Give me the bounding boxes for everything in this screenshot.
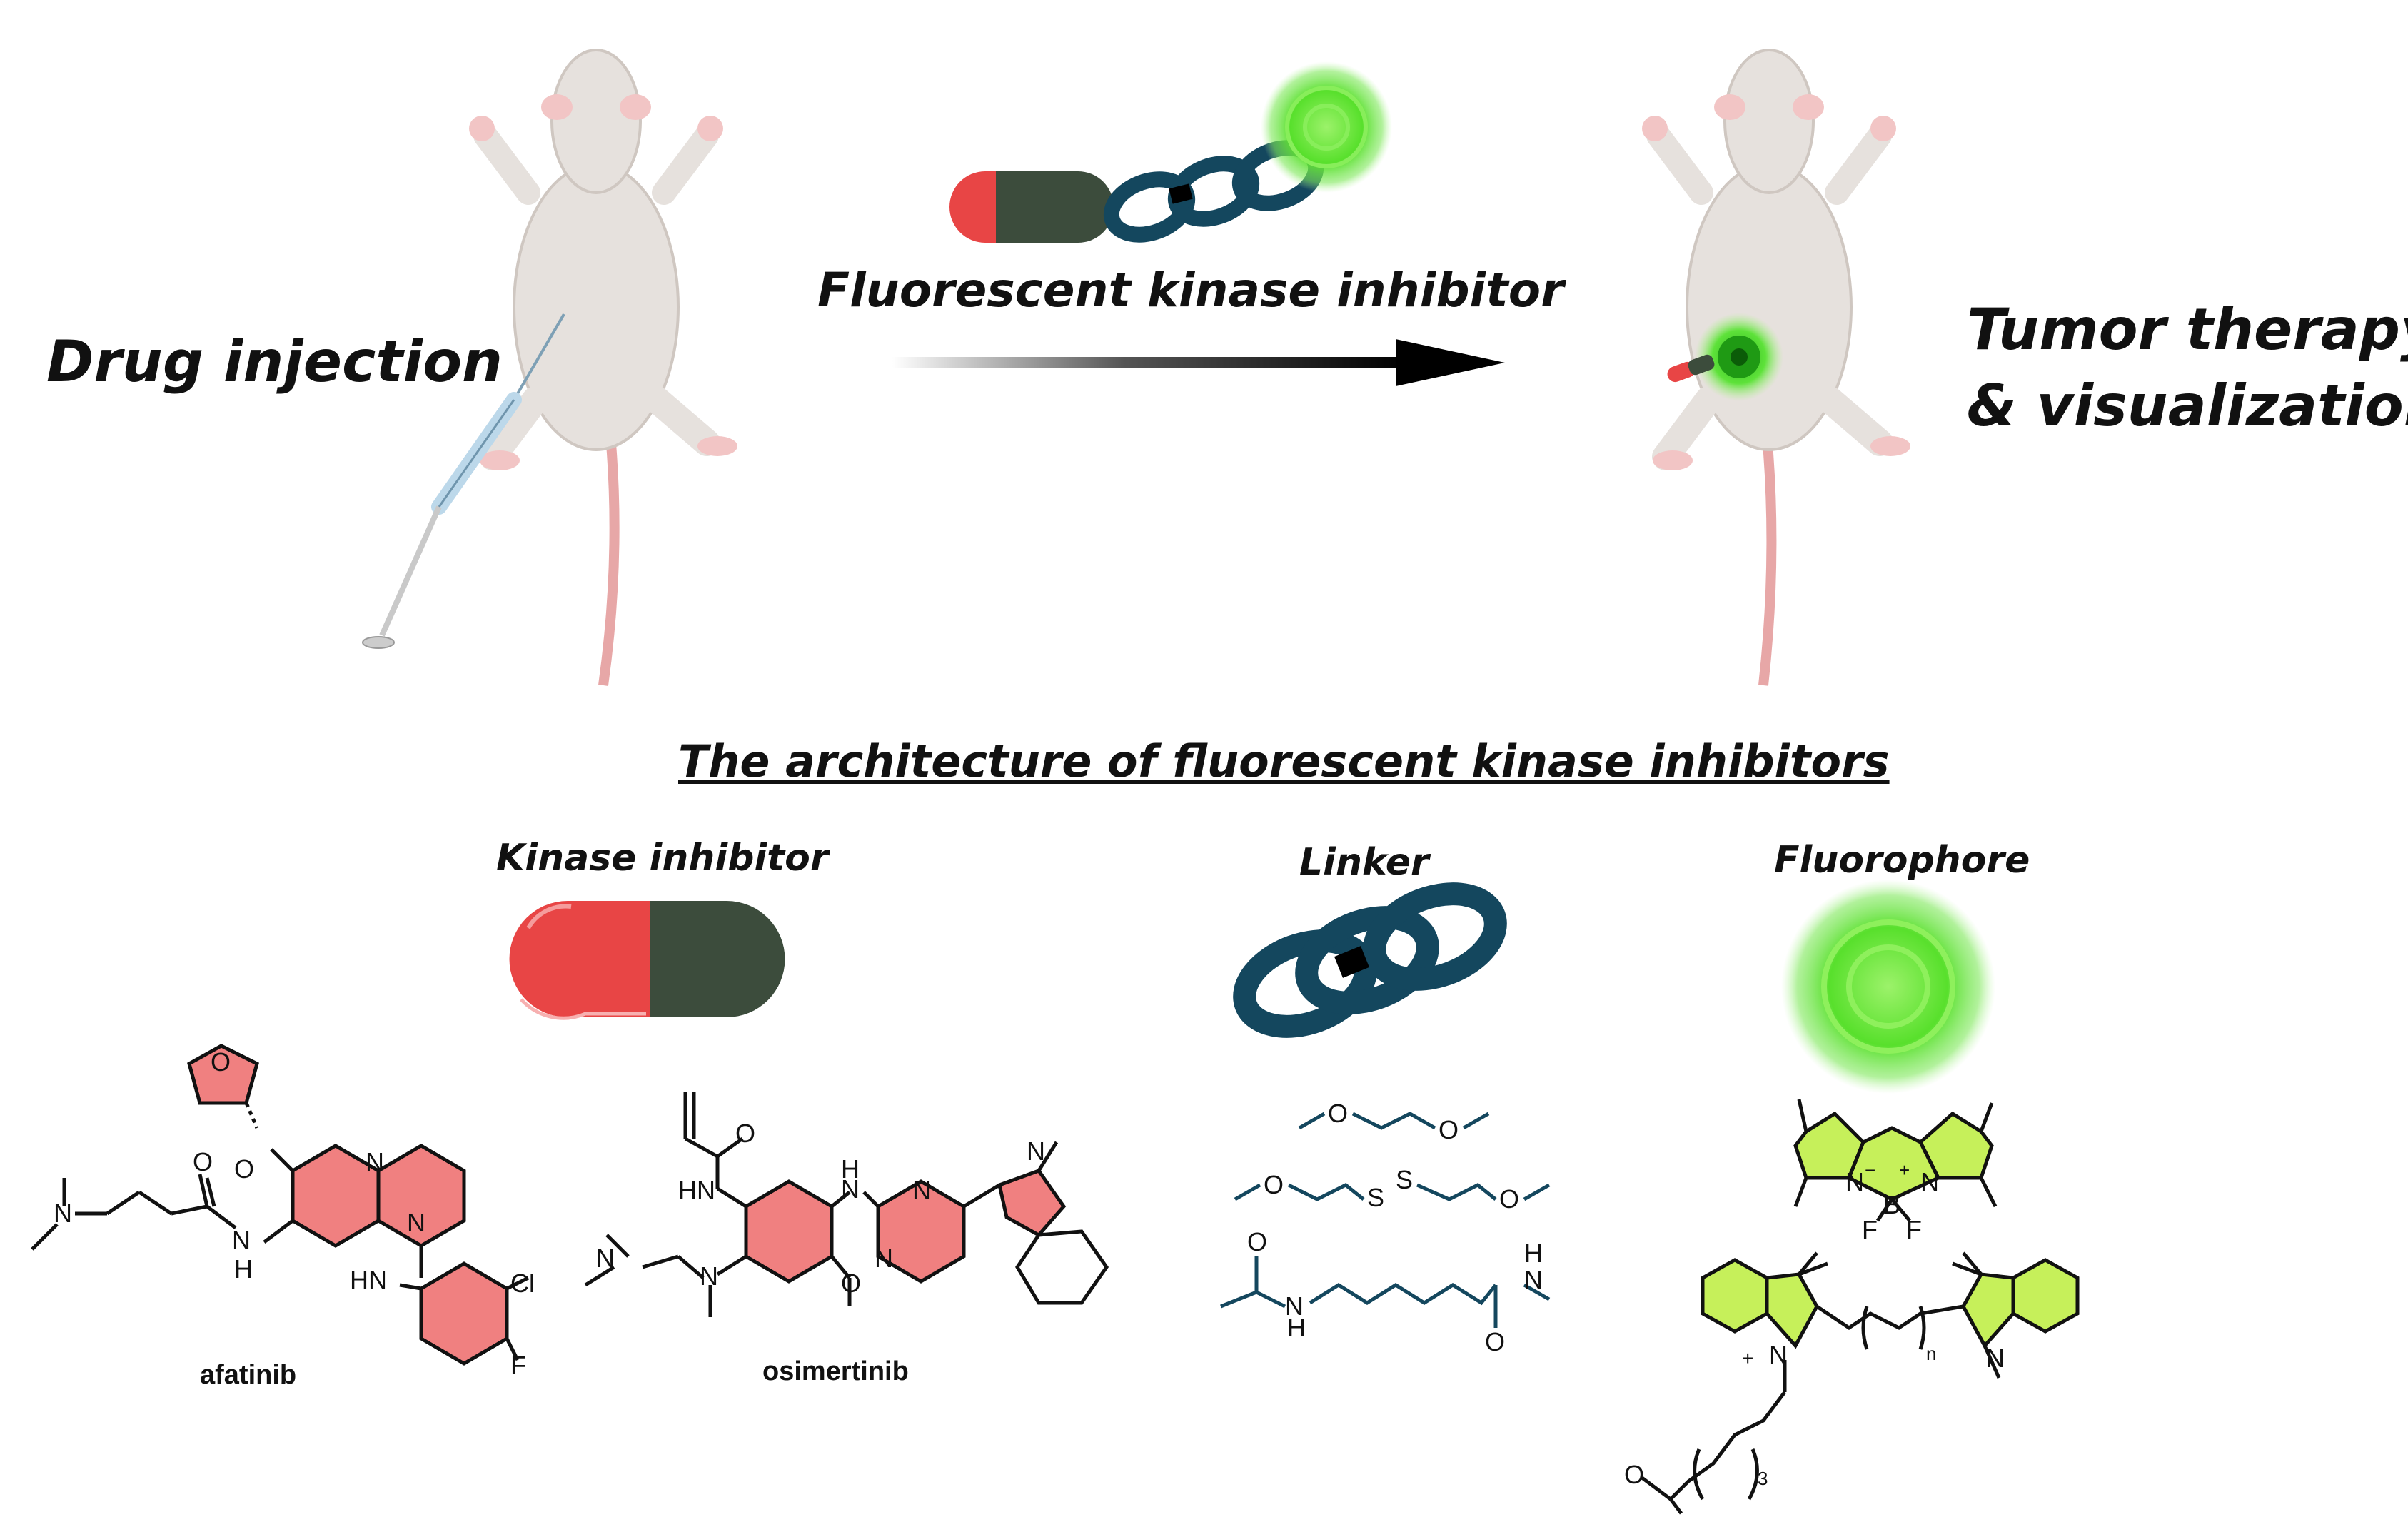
atom-o-acryl: O: [735, 1119, 755, 1148]
atom-o-thf: O: [211, 1047, 231, 1077]
atom-b: B: [1883, 1190, 1900, 1219]
process-arrow: [892, 339, 1505, 386]
tumor-glow-icon: [1695, 313, 1783, 401]
atom-s-2: S: [1396, 1165, 1413, 1194]
afatinib-structure: [31, 1044, 530, 1366]
syringe-icon: [362, 313, 565, 649]
tumor-therapy-caption: Tumor therapy: [1967, 296, 2408, 363]
subscript-3: 3: [1758, 1468, 1768, 1489]
atom-o-cy: O: [1624, 1460, 1644, 1489]
drug-injection-caption: Drug injection: [46, 328, 503, 395]
visualization-caption: & visualization: [1967, 373, 2408, 439]
atom-o-peg2: O: [1439, 1115, 1459, 1144]
atom-n-link: N: [841, 1174, 860, 1204]
atom-o-ether: O: [234, 1154, 254, 1184]
afatinib-atoms: O O N N O N H N HN Cl F: [54, 1047, 535, 1380]
atom-h-amide1: H: [1287, 1313, 1306, 1342]
bodipy-atoms: N N B F F − +: [1845, 1159, 1939, 1244]
atom-o-ss2: O: [1499, 1184, 1519, 1214]
atom-n-pyr2: N: [875, 1244, 893, 1273]
linker-label: Linker: [1299, 841, 1429, 884]
osimertinib-atoms: O HN H N N N N O N N: [596, 1119, 1045, 1298]
atom-o-methoxy: O: [841, 1269, 861, 1298]
kinase-inhibitor-label: Kinase inhibitor: [496, 837, 829, 880]
linker-chain-icon: [1233, 882, 1507, 1038]
architecture-title: The architecture of fluorescent kinase i…: [678, 735, 1890, 787]
cyanine-structure: [1641, 1251, 2080, 1515]
fluorophore-glow-icon: [1781, 880, 1995, 1094]
atom-hn-aniline: HN: [350, 1265, 387, 1294]
atom-n-amide2: N: [1524, 1265, 1543, 1294]
atom-n-bodipy1: N: [1845, 1167, 1864, 1196]
charge-plus-cy: +: [1742, 1347, 1753, 1369]
atom-o-ss1: O: [1264, 1170, 1284, 1199]
mouse-left-icon: [469, 49, 737, 686]
linker-structures: [1220, 1112, 1551, 1328]
top-pill-icon: [949, 171, 1114, 243]
atom-s-1: S: [1367, 1183, 1384, 1212]
charge-plus-bodipy: +: [1899, 1159, 1910, 1181]
bodipy-structure: [1793, 1099, 1998, 1222]
atom-o-amide1: O: [1247, 1227, 1267, 1256]
atom-n-amide1: N: [1285, 1291, 1304, 1321]
atom-n-methyl: N: [700, 1261, 718, 1291]
atom-n-pyr1: N: [912, 1176, 931, 1205]
atom-f-2: F: [1906, 1215, 1922, 1244]
atom-n-cy2: N: [1986, 1344, 2005, 1373]
cyanine-atoms: N N + n 3 O: [1624, 1340, 2005, 1489]
linker-atoms: O O O S S O O N H O H N: [1247, 1099, 1543, 1356]
atom-n-1: N: [366, 1147, 384, 1176]
fluorescent-kinase-inhibitor-caption: Fluorescent kinase inhibitor: [817, 263, 1564, 318]
top-fluorophore-glow-icon: [1261, 61, 1392, 193]
atom-h-amide2: H: [1524, 1239, 1543, 1268]
atom-h-link: H: [841, 1154, 860, 1184]
atom-n-dimethyl: N: [54, 1199, 72, 1228]
atom-n-indole: N: [1027, 1137, 1045, 1166]
fluorophore-label: Fluorophore: [1774, 839, 2030, 882]
charge-minus: −: [1865, 1159, 1875, 1181]
atom-hn-acryl: HN: [678, 1176, 715, 1205]
atom-n-cy1: N: [1769, 1340, 1788, 1369]
atom-n-3: N: [407, 1208, 425, 1237]
osimertinib-name: osimertinib: [762, 1356, 909, 1386]
atom-f: F: [510, 1351, 526, 1380]
atom-f-1: F: [1862, 1215, 1878, 1244]
atom-cl: Cl: [510, 1269, 535, 1298]
osimertinib-structure: [584, 1092, 1109, 1317]
afatinib-name: afatinib: [200, 1360, 297, 1390]
kinase-pill-icon: [509, 901, 785, 1020]
atom-o-amide: O: [193, 1147, 213, 1176]
atom-n-dimethyl: N: [596, 1244, 615, 1273]
atom-n-bodipy2: N: [1920, 1167, 1939, 1196]
atom-n-amide: N: [232, 1226, 251, 1255]
atom-h-amide: H: [234, 1254, 253, 1284]
tumor-pill-icon: [1667, 354, 1715, 383]
atom-o-amide2: O: [1485, 1327, 1505, 1356]
atom-o-peg1: O: [1328, 1099, 1348, 1128]
subscript-n: n: [1926, 1343, 1936, 1364]
